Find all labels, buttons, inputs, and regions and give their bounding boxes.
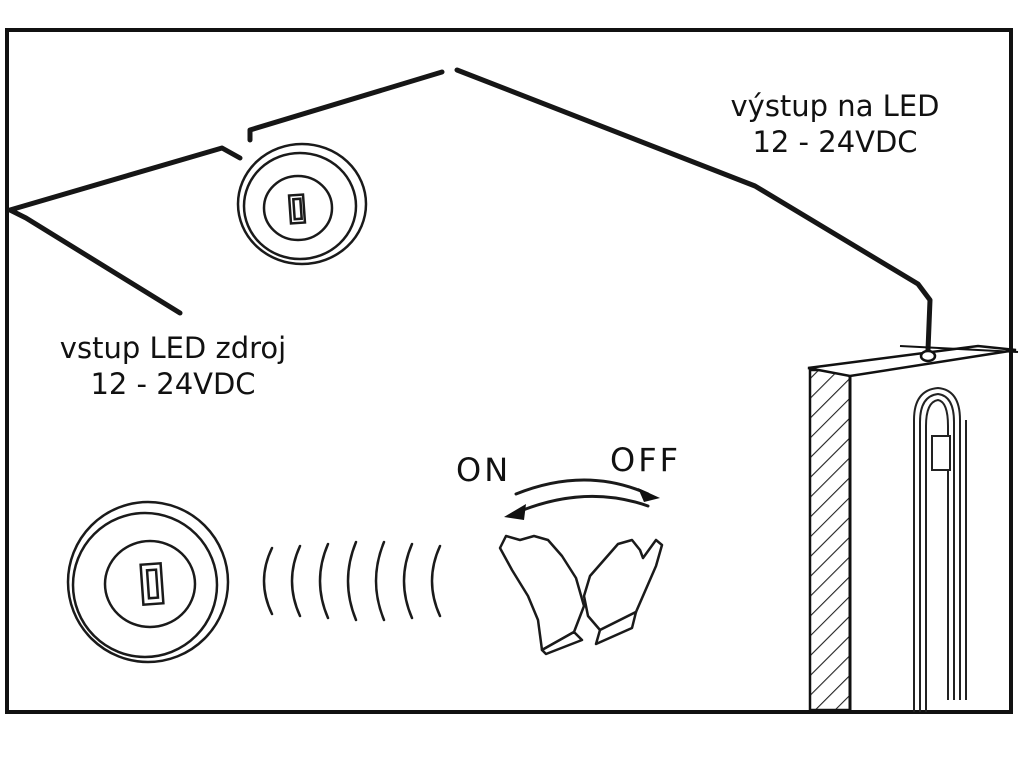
- led-strip: [913, 386, 967, 712]
- input-label-line1: vstup LED zdroj: [59, 331, 287, 365]
- output-label: výstup na LED 12 - 24VDC: [700, 88, 970, 160]
- cable-entry: [919, 349, 937, 363]
- on-label: ON: [456, 451, 512, 489]
- input-wire: [7, 145, 243, 316]
- input-label-line2: 12 - 24VDC: [90, 367, 256, 401]
- output-label-line1: výstup na LED: [730, 89, 940, 123]
- input-label: vstup LED zdroj 12 - 24VDC: [28, 330, 318, 402]
- output-label-line2: 12 - 24VDC: [752, 125, 918, 159]
- arrow-head-right: [638, 488, 660, 502]
- hand-gesture-icon: [498, 534, 664, 656]
- gesture-arrows: [514, 478, 650, 514]
- led-light-fixture-icon: [807, 344, 1019, 712]
- output-wire-left: [247, 69, 445, 143]
- wiring: [7, 67, 933, 353]
- wall-hatch: [808, 368, 852, 712]
- output-wire: [454, 67, 933, 353]
- off-label: OFF: [610, 441, 681, 479]
- signal-waves-icon: [262, 540, 442, 622]
- sensor-switch-icon: [66, 500, 230, 664]
- sensor-switch-icon: [236, 142, 368, 266]
- arrow-head-left: [504, 504, 526, 520]
- fixture-line: [899, 345, 1019, 353]
